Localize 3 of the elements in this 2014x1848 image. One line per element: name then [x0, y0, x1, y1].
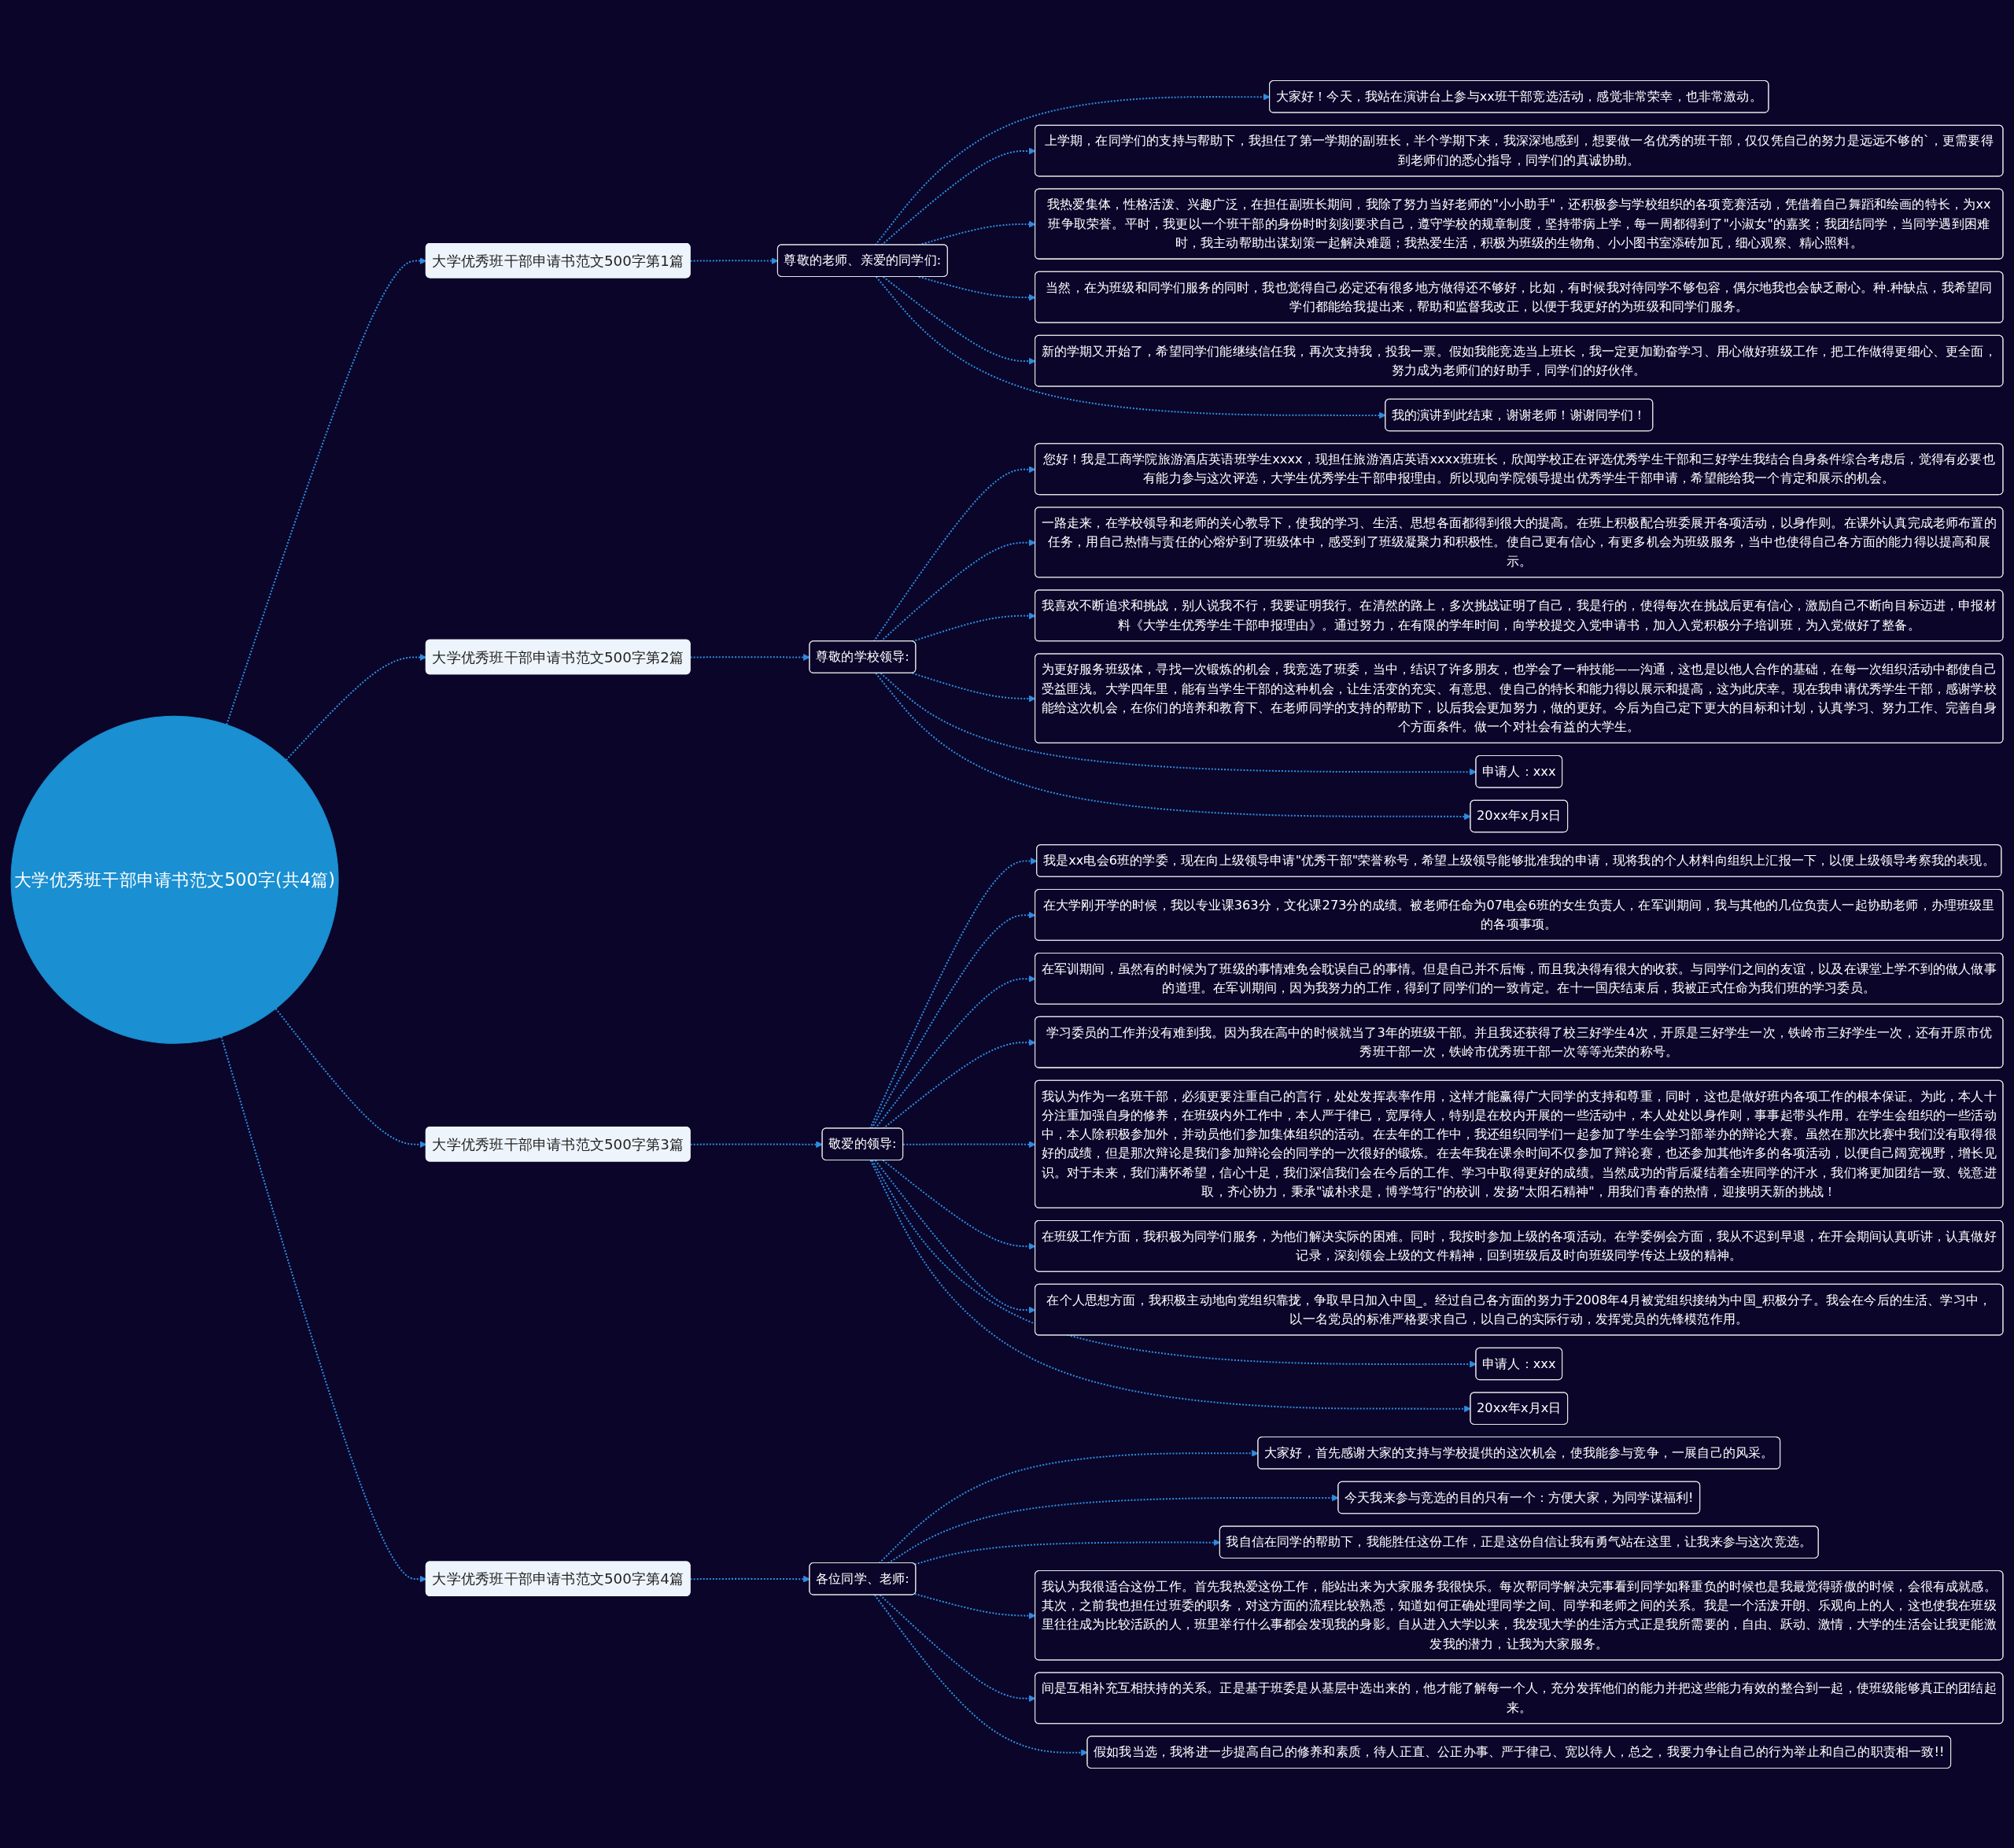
arrow: [869, 857, 1038, 1129]
node-circle: 大学优秀班干部申请书范文500字(共4篇): [10, 715, 339, 1044]
arrow: [874, 1594, 1088, 1756]
